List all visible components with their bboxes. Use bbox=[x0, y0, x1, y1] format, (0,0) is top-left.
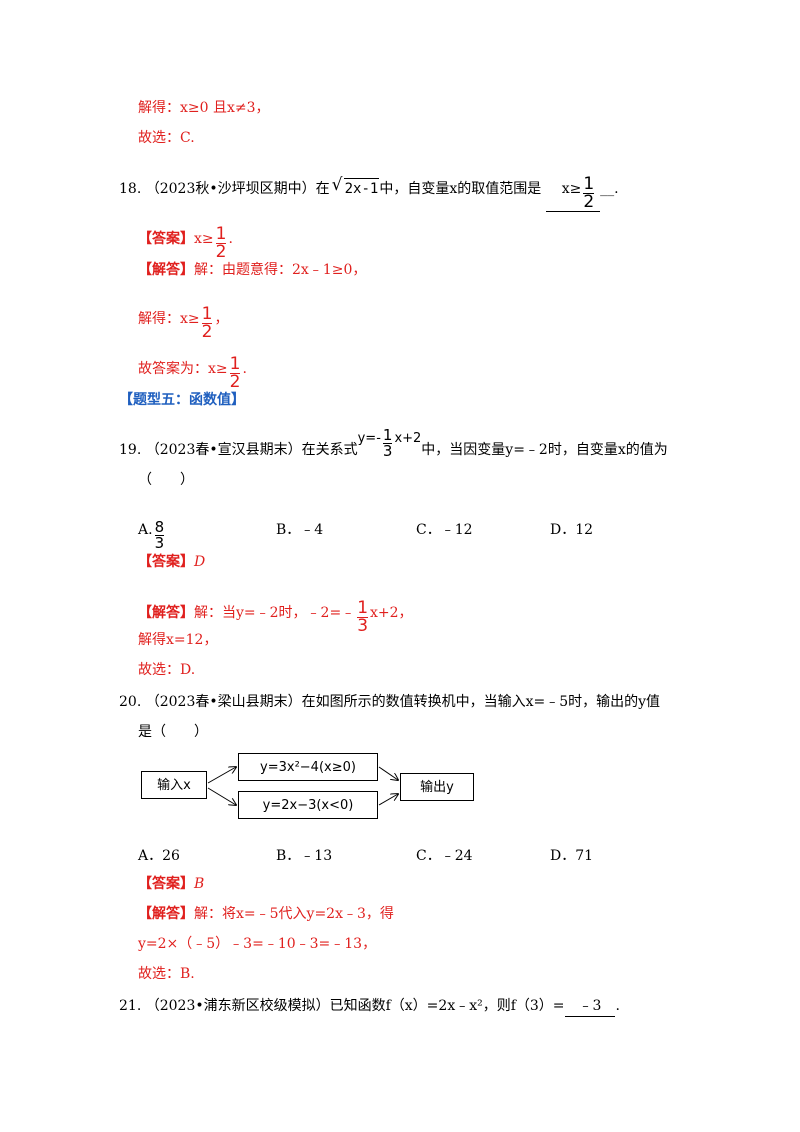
q19-analysis-pre: 解：当y=﹣2时，﹣2=﹣ bbox=[194, 605, 356, 621]
q18-answer-x: x≥ bbox=[194, 231, 214, 247]
q19-eq-right: x+2 bbox=[394, 431, 422, 446]
q19-eq-num: 1 bbox=[382, 426, 393, 444]
q18-answer-tag: 【答案】 bbox=[138, 231, 194, 247]
diagram-input-box: 输入x bbox=[141, 771, 207, 799]
q19-analysis-tag: 【解答】 bbox=[138, 605, 194, 621]
q20-option-d[interactable]: D．71 bbox=[550, 848, 594, 864]
q19-analysis-num: 1 bbox=[357, 598, 369, 618]
q20-diagram: 输入x y=3x²−4(x≥0) y=2x−3(x<0) 输出y bbox=[138, 750, 478, 822]
arrow-top-to-output bbox=[378, 766, 398, 780]
q19-number: 19. bbox=[119, 442, 142, 458]
q19-answer-tag: 【答案】 bbox=[138, 554, 194, 570]
q17-solve: 解得：x≥0 且x≠3， bbox=[138, 100, 270, 116]
q20-answer-tag: 【答案】 bbox=[138, 876, 194, 892]
q21-question: 21. （2023•浦东新区校级模拟）已知函数f（x）=2x﹣x²，则f（3）=… bbox=[119, 996, 620, 1017]
q18-number: 18. bbox=[119, 181, 142, 197]
diagram-bottom-formula-box: y=2x−3(x<0) bbox=[238, 791, 378, 819]
q20-text: （2023春•梁山县期末）在如图所示的数值转换机中，当输入x=﹣5时，输出的y值 bbox=[145, 694, 661, 710]
q18-answer-num: 1 bbox=[215, 224, 227, 244]
q18-final-den: 2 bbox=[229, 372, 241, 392]
q19-option-a-den: 3 bbox=[154, 534, 165, 552]
q20-calc: y=2×（﹣5）﹣3=﹣10﹣3=﹣13， bbox=[138, 936, 377, 952]
q18-blank-den: 2 bbox=[583, 192, 595, 212]
diagram-output-box: 输出y bbox=[400, 773, 474, 801]
q20-choose: 故选：B. bbox=[138, 966, 195, 982]
q20-number: 20. bbox=[119, 694, 142, 710]
q18-blank-num: 1 bbox=[583, 174, 595, 194]
q18-analysis-tag: 【解答】 bbox=[138, 262, 194, 278]
arrow-to-bottom bbox=[207, 787, 236, 805]
q18-final-end: . bbox=[242, 361, 247, 377]
q20-option-b[interactable]: B．﹣13 bbox=[276, 848, 333, 864]
q20-option-a[interactable]: A．26 bbox=[138, 848, 180, 864]
q19-option-d[interactable]: D．12 bbox=[550, 522, 594, 538]
q18-solve-end: ， bbox=[214, 311, 229, 327]
q21-text: （2023•浦东新区校级模拟）已知函数f（x）=2x﹣x²，则f（3）= bbox=[145, 998, 565, 1014]
q18-question: 18. （2023秋•沙坪坝区期中）在2x-1中，自变量x的取值范围是 x≥12… bbox=[119, 175, 619, 212]
q18-solve-x: 解得：x≥ bbox=[138, 311, 200, 327]
q19-choose: 故选：D. bbox=[138, 662, 196, 678]
q20-answer: 【答案】B bbox=[138, 874, 204, 894]
q18-analysis-text: 解：由题意得：2x﹣1≥0， bbox=[194, 262, 367, 278]
q20-analysis-text: 解：将x=﹣5代入y=2x﹣3，得 bbox=[194, 906, 394, 922]
q20-analysis-tag: 【解答】 bbox=[138, 906, 194, 922]
q20-question: 20. （2023春•梁山县期末）在如图所示的数值转换机中，当输入x=﹣5时，输… bbox=[119, 692, 660, 712]
q19-option-a-num: 8 bbox=[154, 518, 165, 536]
q19-analysis-den: 3 bbox=[357, 616, 369, 636]
section-header: 【题型五：函数值】 bbox=[119, 392, 245, 408]
q18-final-x: 故答案为：x≥ bbox=[138, 361, 228, 377]
q19-analysis-post: x+2， bbox=[370, 605, 413, 621]
diagram-arrows bbox=[207, 750, 478, 822]
q20-option-c[interactable]: C．﹣24 bbox=[416, 848, 473, 864]
q19-answer: 【答案】D bbox=[138, 552, 205, 572]
q21-answer-blank: ﹣3 bbox=[564, 996, 616, 1017]
q21-number: 21. bbox=[119, 998, 142, 1014]
q18-final-num: 1 bbox=[229, 354, 241, 374]
q19-text: 中，当因变量y=﹣2时，自变量x的值为 bbox=[421, 442, 668, 458]
q19-source: （2023春•宣汉县期末）在关系式 bbox=[145, 442, 358, 458]
q18-radical: 2x-1 bbox=[332, 175, 380, 199]
q19-solve: 解得x=12， bbox=[138, 632, 218, 648]
q19-option-b[interactable]: B．﹣4 bbox=[276, 522, 324, 538]
q18-source: （2023秋•沙坪坝区期中）在 bbox=[145, 181, 330, 197]
q18-blank-x: x≥ bbox=[561, 181, 582, 197]
q20-text2: 是（ ） bbox=[138, 724, 208, 740]
q20-analysis: 【解答】解：将x=﹣5代入y=2x﹣3，得 bbox=[138, 904, 394, 924]
q18-answer-den: 2 bbox=[215, 242, 227, 262]
q19-eq-left: y=- bbox=[357, 431, 381, 446]
q18-text: 中，自变量x的取值范围是 bbox=[379, 181, 542, 197]
arrow-bottom-to-output bbox=[378, 794, 398, 806]
q21-end: . bbox=[615, 998, 620, 1014]
diagram-top-formula-box: y=3x²−4(x≥0) bbox=[238, 753, 378, 781]
q18-end: __. bbox=[600, 181, 619, 197]
q18-answer-end: . bbox=[228, 231, 233, 247]
q20-answer-value: B bbox=[194, 876, 205, 892]
q19-answer-value: D bbox=[194, 554, 206, 570]
q18-analysis: 【解答】解：由题意得：2x﹣1≥0， bbox=[138, 260, 366, 280]
q19-option-a-label: A. bbox=[138, 522, 153, 538]
q18-solve-den: 2 bbox=[201, 322, 213, 342]
q18-solve-num: 1 bbox=[201, 304, 213, 324]
q19-option-c[interactable]: C．﹣12 bbox=[416, 522, 473, 538]
arrow-to-top bbox=[207, 767, 236, 784]
q19-eq-den: 3 bbox=[382, 442, 393, 460]
q19-paren: （ ） bbox=[138, 472, 194, 488]
q20-options: A．26 B．﹣13 C．﹣24 D．71 bbox=[138, 846, 698, 866]
q17-choose: 故选：C. bbox=[138, 130, 195, 146]
